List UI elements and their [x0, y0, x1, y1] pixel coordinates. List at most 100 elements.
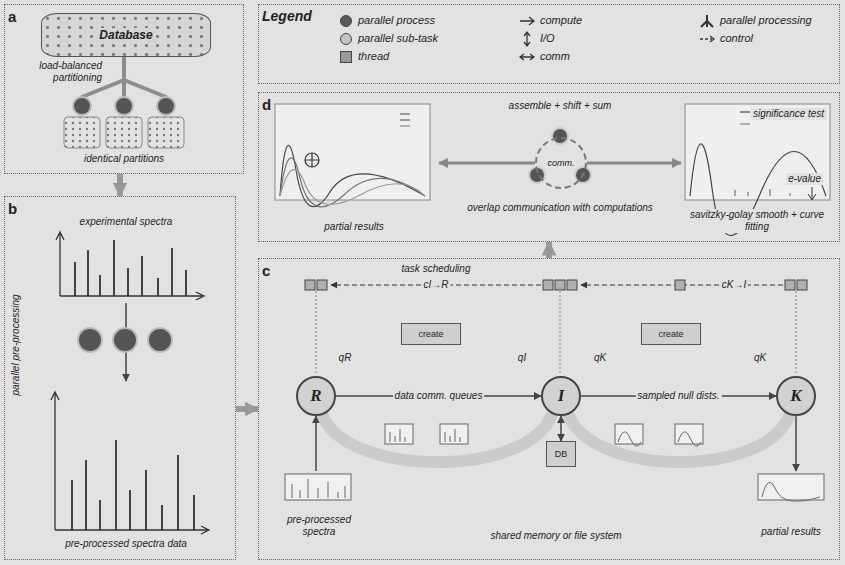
legend-text: thread: [358, 50, 389, 63]
thread-box: [797, 280, 807, 290]
node-text: partial results: [322, 221, 385, 233]
node-text: d: [262, 96, 271, 113]
legend-swatch: [340, 33, 352, 45]
chart-frame: [275, 104, 830, 200]
queue-icon: [385, 424, 413, 444]
task-box: create: [641, 323, 701, 345]
label: cK→I: [720, 279, 748, 291]
result-icon: [758, 474, 824, 501]
panel: d partial results comm. significance test e-…: [258, 92, 840, 242]
node-text: I: [558, 386, 565, 406]
connector: [546, 242, 552, 258]
legend-text: I/O: [540, 32, 555, 45]
label: qR: [337, 352, 354, 364]
process-circle: I: [541, 376, 581, 416]
chart: partial results: [269, 101, 439, 236]
connector: [117, 174, 123, 196]
thread-box: [567, 280, 577, 290]
chart-curve: [280, 145, 425, 206]
queue-icon: [390, 429, 460, 442]
node-text: savitzky-golay smooth + curve fitting: [684, 209, 830, 233]
null-dist-icon: [615, 424, 703, 446]
comm-ring: comm.: [535, 137, 587, 189]
node-text: b: [8, 200, 17, 217]
legend-swatch: [340, 51, 352, 63]
label: load-balanced partitioning: [8, 60, 104, 84]
process-circle: [78, 328, 172, 352]
label: qK: [752, 352, 768, 364]
label: cI→R: [422, 279, 451, 291]
data-band: [322, 414, 790, 462]
db-box: DB: [546, 441, 576, 467]
spectrum-plot: [56, 232, 204, 300]
ring-process: [575, 167, 591, 183]
label: parallel pre-processing: [10, 292, 22, 397]
label: identical partitions: [82, 153, 166, 165]
partition-process: [157, 97, 175, 115]
node-text: e-value: [786, 173, 823, 185]
legend-item: compute: [520, 14, 582, 27]
legend-text: parallel processing: [720, 14, 812, 27]
connector: [560, 416, 562, 441]
legend-item: parallel sub-task: [340, 32, 438, 45]
thread-box: [305, 280, 315, 290]
null-dist-icon: [675, 424, 703, 444]
partition-process: [73, 97, 91, 115]
label: task scheduling: [400, 263, 473, 275]
chart-curve: [400, 114, 410, 120]
spectra-icon: [285, 474, 351, 500]
chart-curve: [740, 123, 750, 124]
connector: [439, 162, 535, 165]
node-text: create: [418, 329, 443, 339]
node-text: a: [8, 8, 16, 25]
task-box: create: [401, 323, 461, 345]
legend-text: parallel process: [358, 14, 435, 27]
node-text: significance test: [751, 108, 827, 120]
label: assemble + shift + sum: [507, 100, 614, 112]
connector: [587, 162, 681, 165]
process-circle: [148, 328, 172, 352]
node-text: comm.: [547, 158, 576, 169]
label: overlap communication with computations: [465, 202, 655, 214]
node-text: c: [262, 262, 270, 279]
chart-curve: [280, 158, 425, 207]
chart: pre-processed spectra data: [31, 381, 221, 553]
database: Database: [41, 13, 211, 57]
null-dist-icon: [615, 424, 643, 444]
legend-item: comm: [520, 50, 570, 63]
chart-frame: [685, 104, 830, 200]
thread-link: [316, 291, 796, 374]
legend-item: thread: [340, 50, 389, 63]
partition-container: [64, 117, 184, 148]
panel: bexperimental spectrapre-processed spect…: [4, 196, 236, 560]
edge-label: sampled null dists.: [635, 390, 721, 402]
result-icon: [758, 474, 824, 500]
legend-sample: [520, 54, 534, 60]
chart: partial results: [746, 471, 836, 541]
partition-container: [64, 117, 100, 148]
thread-box: [675, 280, 685, 290]
legend-sample: [700, 38, 712, 39]
partition-process: [115, 97, 133, 115]
thread-box: [305, 280, 807, 290]
connector: [315, 416, 317, 471]
chart: significance test e-value savitzky-golay s…: [681, 101, 833, 236]
ring-process: [529, 167, 545, 183]
connector: [795, 416, 797, 471]
process-circle: R: [296, 376, 336, 416]
legend-item: control: [700, 32, 753, 45]
edge-label: data comm. queues: [393, 390, 485, 402]
chart-curve: [740, 111, 750, 112]
legend-item: I/O: [520, 32, 555, 45]
thread-box: [785, 280, 795, 290]
node-text: partial results: [759, 526, 822, 538]
sum-symbol: [305, 153, 319, 167]
ring-process: [552, 128, 568, 144]
panel: a Database: [4, 4, 244, 174]
chart-curve: [400, 125, 410, 126]
sum-symbol: [305, 153, 319, 167]
legend-item: parallel processing: [700, 14, 812, 27]
queue-icon: [440, 424, 468, 444]
legend-item: parallel process: [340, 14, 435, 27]
